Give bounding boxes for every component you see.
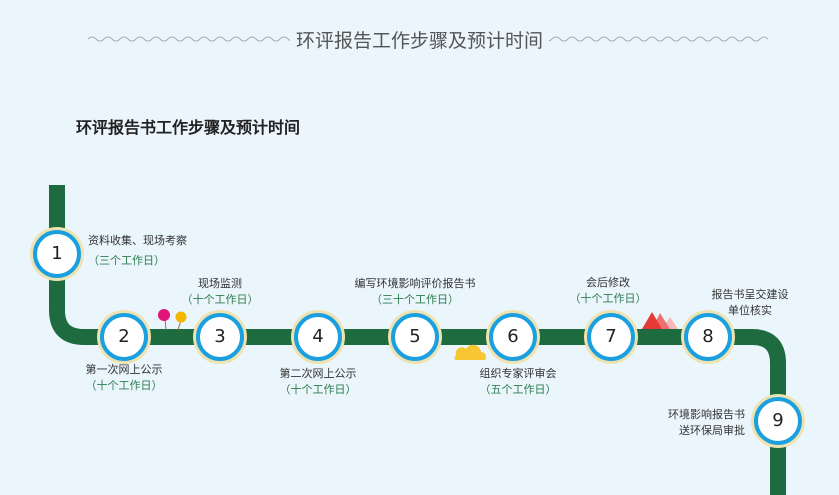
- step-4-caption: 第二次网上公示 （十个工作日）: [258, 366, 378, 398]
- step-8-caption: 报告书呈交建设 单位核实: [690, 287, 810, 319]
- step-1-caption: 资料收集、现场考察 （三个工作日）: [88, 233, 187, 269]
- step-node-2: 2: [100, 313, 148, 361]
- step-6-caption: 组织专家评审会 （五个工作日）: [458, 366, 578, 398]
- step-node-7: 7: [587, 313, 635, 361]
- step-duration: （十个工作日）: [569, 292, 647, 305]
- step-label: 会后修改: [586, 276, 630, 289]
- step-node-5: 5: [391, 313, 439, 361]
- tree-decoration: [158, 309, 187, 331]
- step-node-9: 9: [754, 397, 802, 445]
- step-label: 报告书呈交建设: [711, 288, 789, 301]
- step-label: 现场监测: [198, 277, 242, 290]
- step-label-line2: 单位核实: [728, 304, 772, 317]
- step-node-8: 8: [684, 313, 732, 361]
- step-duration: （五个工作日）: [479, 383, 557, 396]
- step-label: 编写环境影响评价报告书: [354, 277, 476, 290]
- step-label-line2: 送环保局审批: [679, 424, 745, 437]
- step-duration: （十个工作日）: [279, 383, 357, 396]
- step-node-3: 3: [196, 313, 244, 361]
- page-title-text: 环评报告工作步骤及预计时间: [289, 30, 549, 52]
- cloud-decoration: [454, 344, 486, 360]
- step-node-4: 4: [294, 313, 342, 361]
- step-9-caption: 环境影响报告书 送环保局审批: [640, 407, 745, 439]
- section-heading: 环评报告书工作步骤及预计时间: [76, 118, 301, 137]
- step-duration: （十个工作日）: [181, 293, 259, 306]
- page-title: 环评报告工作步骤及预计时间: [0, 26, 839, 53]
- mountain-decoration: [642, 312, 678, 329]
- step-duration: （三个工作日）: [88, 254, 165, 267]
- step-2-caption: 第一次网上公示 （十个工作日）: [64, 362, 184, 394]
- step-label: 第一次网上公示: [85, 363, 163, 376]
- step-label: 第二次网上公示: [279, 367, 357, 380]
- step-node-6: 6: [489, 313, 537, 361]
- step-duration: （三十个工作日）: [371, 293, 459, 306]
- step-node-1: 1: [33, 230, 81, 278]
- step-label: 组织专家评审会: [479, 367, 557, 380]
- step-label: 环境影响报告书: [668, 408, 745, 421]
- step-5-caption: 编写环境影响评价报告书 （三十个工作日）: [345, 276, 485, 308]
- step-3-caption: 现场监测 （十个工作日）: [160, 276, 280, 308]
- step-7-caption: 会后修改 （十个工作日）: [548, 275, 668, 307]
- step-label: 资料收集、现场考察: [88, 234, 187, 247]
- step-duration: （十个工作日）: [85, 379, 163, 392]
